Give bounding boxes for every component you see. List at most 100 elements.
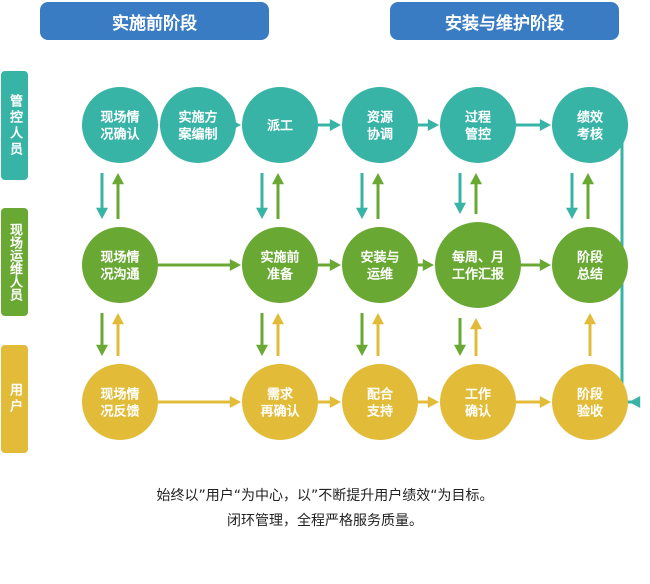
arrowhead-right-icon <box>539 119 551 131</box>
arrowhead-down-icon <box>566 207 578 219</box>
arrowhead-right-icon <box>427 119 439 131</box>
process-node: 派工 <box>242 87 318 163</box>
process-node-label: 支持 <box>366 404 393 420</box>
process-node-label: 阶段 <box>577 387 603 403</box>
process-node-label: 再确认 <box>260 404 300 420</box>
arrowhead-up-icon <box>470 173 482 185</box>
process-node-label: 实施方 <box>178 110 217 126</box>
arrowhead-right-icon <box>539 259 551 271</box>
arrowhead-down-icon <box>454 344 466 356</box>
process-node-circle <box>242 87 318 163</box>
process-node-label: 现场情 <box>100 250 139 266</box>
process-node-label: 况确认 <box>100 127 140 143</box>
arrowhead-right-icon <box>329 259 341 271</box>
process-node-label: 验收 <box>577 404 604 420</box>
process-node-label: 况反馈 <box>100 404 139 420</box>
process-node-label: 案编制 <box>177 127 217 143</box>
process-node-label: 实施前 <box>260 250 299 266</box>
process-node-circle <box>435 222 521 308</box>
arrowhead-right-icon <box>329 119 341 131</box>
process-node-label: 协调 <box>367 127 393 143</box>
process-node-circle <box>82 87 158 163</box>
process-node-label: 绩效 <box>577 110 604 126</box>
process-node-label: 工作汇报 <box>452 267 505 283</box>
arrowhead-up-icon <box>372 173 384 185</box>
footer-line-2: 闭环管理，全程严格服务质量。 <box>227 513 423 529</box>
arrowhead-down-icon <box>356 344 368 356</box>
arrowhead-up-icon <box>112 173 124 185</box>
arrowhead-down-icon <box>96 207 108 219</box>
process-node-circle <box>342 364 418 440</box>
arrowhead-down-icon <box>356 207 368 219</box>
arrowhead-right-icon <box>422 259 434 271</box>
footer-line-1: 始终以”用户“为中心，以”不断提升用户绩效“为目标。 <box>156 488 494 504</box>
process-node-label: 工作 <box>465 387 491 403</box>
process-node-circle <box>552 364 628 440</box>
process-node-label: 阶段 <box>577 250 603 266</box>
process-node-label: 况沟通 <box>100 267 139 283</box>
process-node-label: 运维 <box>367 267 393 283</box>
phase-header-pre-implementation: 实施前阶段 <box>40 2 269 40</box>
process-node-circle <box>342 87 418 163</box>
process-node-circle <box>242 227 318 303</box>
arrowhead-down-icon <box>454 202 466 214</box>
process-node-label: 考核 <box>577 127 603 143</box>
arrowhead-right-icon <box>539 396 551 408</box>
process-node-circle <box>82 364 158 440</box>
lane-label-user: 用户 <box>1 345 28 453</box>
arrowhead-right-icon <box>427 396 439 408</box>
lane-label-management: 管控人员 <box>1 71 28 180</box>
arrowhead-up-icon <box>582 173 594 185</box>
process-node-label: 现场情 <box>100 110 139 126</box>
process-node-label: 管控 <box>465 127 491 143</box>
arrowhead-up-icon <box>372 313 384 325</box>
arrowhead-right-icon <box>229 259 241 271</box>
phase-header-installation-maintenance: 安装与维护阶段 <box>390 2 619 40</box>
process-node-circle <box>552 227 628 303</box>
process-node-label: 安装与 <box>360 250 399 266</box>
process-node-label: 每周、月 <box>452 250 504 266</box>
arrowhead-up-icon <box>272 313 284 325</box>
process-node-label: 资源 <box>367 110 393 126</box>
process-node-circle <box>82 227 158 303</box>
process-node-label: 配合 <box>367 387 394 403</box>
process-node-circle <box>342 227 418 303</box>
process-node-circle <box>242 364 318 440</box>
process-node-circle <box>440 364 516 440</box>
arrowhead-up-icon <box>272 173 284 185</box>
process-node-label: 总结 <box>577 267 603 283</box>
process-node-circle <box>160 87 236 163</box>
arrowhead-left-icon <box>629 396 641 408</box>
process-node-label: 确认 <box>465 404 492 420</box>
process-node-circle <box>552 87 628 163</box>
process-node-label: 需求 <box>267 387 294 403</box>
process-node-label: 派工 <box>267 119 293 134</box>
arrowhead-down-icon <box>256 344 268 356</box>
arrowhead-right-icon <box>329 396 341 408</box>
arrowhead-down-icon <box>256 207 268 219</box>
process-node-label: 准备 <box>267 267 294 283</box>
process-node-label: 现场情 <box>100 387 139 403</box>
arrowhead-right-icon <box>229 396 241 408</box>
process-node-circle <box>440 87 516 163</box>
arrowhead-up-icon <box>112 313 124 325</box>
arrowhead-down-icon <box>96 344 108 356</box>
process-node-label: 过程 <box>465 110 491 126</box>
lane-label-field-ops: 现场运维人员 <box>1 208 28 316</box>
arrowhead-up-icon <box>470 318 482 330</box>
